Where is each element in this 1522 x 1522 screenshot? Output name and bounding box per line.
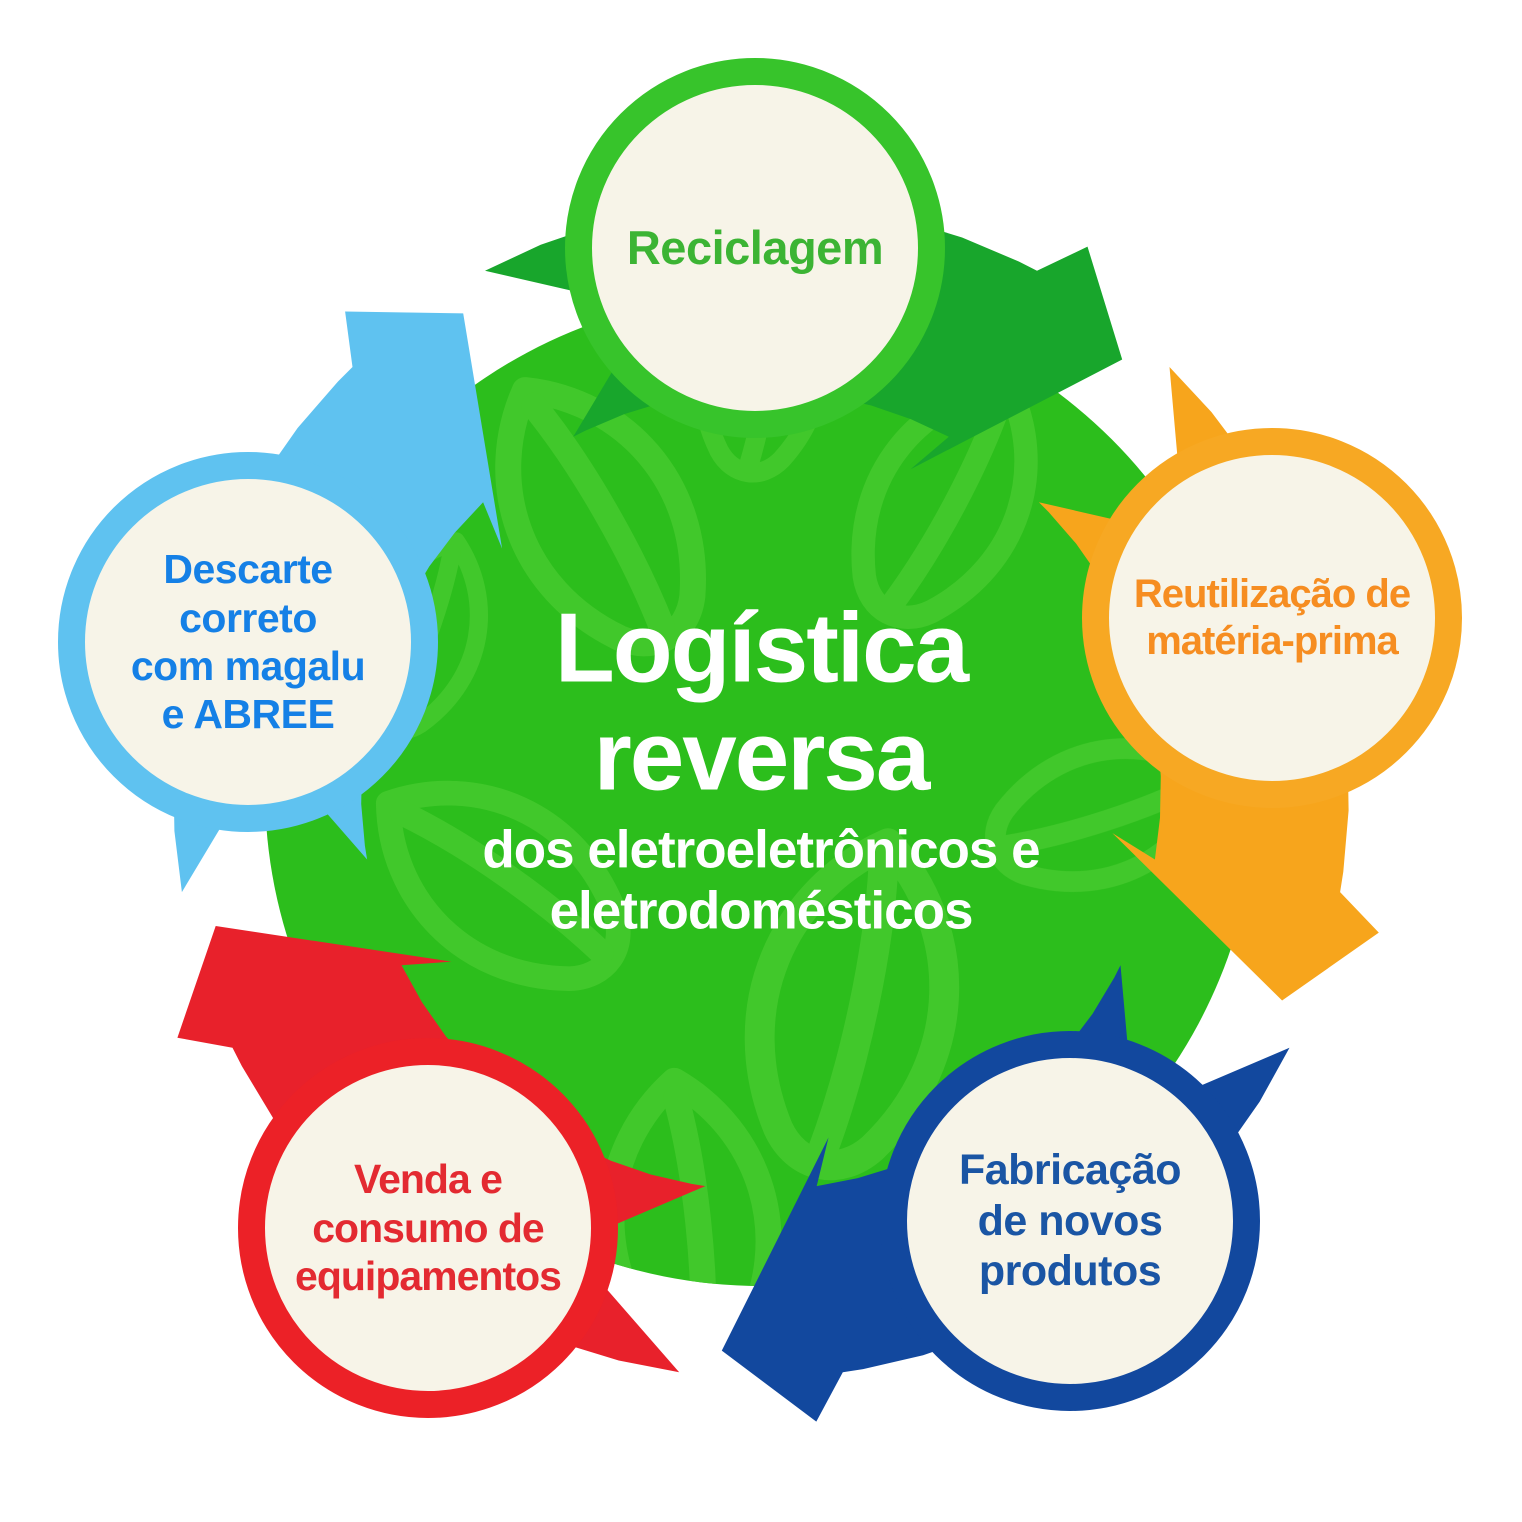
center-subtitle-line-2: eletrodomésticos <box>549 880 974 940</box>
node-descarte-label: Descarte correto com magalu e ABREE <box>117 545 379 739</box>
node-reciclagem-label: Reciclagem <box>613 220 897 275</box>
node-descarte-line-2: correto <box>179 594 317 641</box>
node-venda-label: Venda e consumo de equipamentos <box>281 1155 575 1300</box>
node-reciclagem-line-1: Reciclagem <box>626 221 884 275</box>
node-fabricacao-label: Fabricação de novos produtos <box>945 1145 1195 1297</box>
node-descarte-line-3: com magalu <box>130 643 366 689</box>
node-fabricacao-novos-produtos: Fabricação de novos produtos <box>880 1031 1260 1411</box>
node-reutilizacao-label: Reutilização de matéria-prima <box>1120 571 1424 665</box>
node-fabricacao-line-1: Fabricação <box>958 1145 1182 1194</box>
node-descarte-line-1: Descarte <box>163 546 333 593</box>
center-title-line-1: Logística <box>554 592 969 703</box>
node-descarte-line-4: e ABREE <box>161 691 335 738</box>
node-reutilizacao-line-2: matéria-prima <box>1146 619 1399 663</box>
center-subtitle-line-1: dos eletroeletrônicos e <box>482 819 1040 879</box>
node-reciclagem: Reciclagem <box>565 58 945 438</box>
node-fabricacao-line-3: produtos <box>978 1247 1162 1296</box>
node-venda-consumo-equipamentos: Venda e consumo de equipamentos <box>238 1038 618 1418</box>
node-reutilizacao-line-1: Reutilização de <box>1133 571 1411 616</box>
center-title: Logística reversa dos eletroeletrônicos … <box>311 592 1211 941</box>
node-venda-line-3: equipamentos <box>295 1253 562 1300</box>
node-venda-line-1: Venda e <box>354 1156 503 1203</box>
node-fabricacao-line-2: de novos <box>977 1196 1163 1245</box>
node-venda-line-2: consumo de <box>312 1204 544 1251</box>
center-title-line-2: reversa <box>593 700 931 811</box>
